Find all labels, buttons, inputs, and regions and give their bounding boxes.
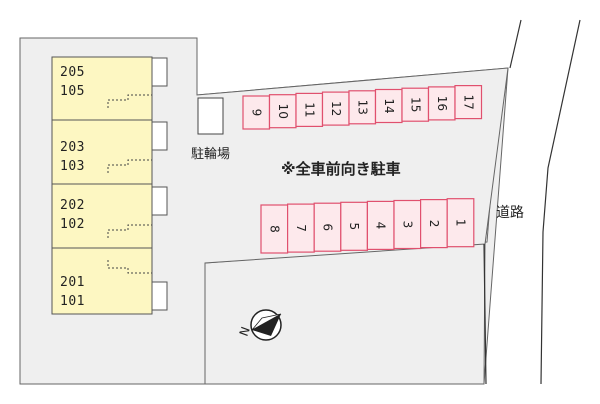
road-edge-right [540,19,581,385]
parking-slot: 13 [348,90,377,125]
parking-slot: 2 [420,199,448,249]
road-label: 道路 [496,205,524,221]
parking-slot-number: 14 [382,98,396,113]
stair-outline [107,260,152,274]
parking-slot-box [393,199,422,250]
apartment-building [51,56,168,315]
parking-row-lower: 8 7 6 5 4 3 2 1 [260,198,475,254]
parking-slot: 4 [366,200,395,250]
parking-slot: 8 [260,204,289,254]
parking-slot-number: 10 [276,104,290,119]
parking-slot-box [321,91,350,126]
parking-slot-number: 12 [329,101,343,116]
parking-slot: 1 [446,198,475,248]
road-edge-left [483,19,522,385]
parking-slot-box [366,200,395,250]
parking-slot-number: 16 [435,96,449,111]
parking-slot: 7 [287,203,315,253]
unit-number-upper: 201 [60,275,85,290]
unit-number-lower: 102 [60,217,85,232]
parking-slot-number: 8 [267,225,281,233]
parking-slot: 17 [454,84,483,120]
parking-slot-number: 17 [461,94,475,109]
parking-slot-box [313,202,342,252]
parking-slot-box [401,87,430,122]
parking-slot-box [295,92,324,128]
parking-slot: 14 [374,88,403,124]
parking-slot-box [268,94,297,129]
parking-slot-box [454,84,483,120]
balcony [151,186,168,216]
unit-block [51,183,153,249]
stair-outline [107,159,152,173]
unit-label: 205 105 [60,63,85,101]
parking-slot-number: 1 [454,219,468,227]
unit-number-upper: 203 [60,140,85,155]
parking-slot-number: 11 [302,102,316,117]
parking-slot: 10 [268,94,297,129]
balcony [151,57,168,87]
parking-slot-box [260,204,289,254]
parking-slot-number: 2 [427,220,441,228]
parking-slot-number: 6 [321,223,335,231]
parking-slot-number: 9 [249,109,263,117]
unit-number-upper: 205 [60,65,85,80]
parking-row-upper: 9 10 11 12 13 14 15 16 17 [242,84,483,130]
unit-label: 201 101 [60,273,85,311]
stair-outline [107,224,152,238]
unit-block [51,119,153,185]
parking-slot: 6 [313,202,342,252]
parking-slot-box [287,203,315,253]
unit-number-lower: 103 [60,159,85,174]
balcony [151,281,168,311]
parking-slot-box [242,95,271,130]
parking-slot-box [348,90,377,125]
unit-number-upper: 202 [60,198,85,213]
parking-slot-number: 4 [374,222,388,230]
parking-slot-number: 3 [400,221,414,229]
parking-slot: 9 [242,95,271,130]
parking-slot-number: 7 [294,224,308,232]
parking-note: ※全車前向き駐車 [281,160,401,178]
parking-slot-box [446,198,475,248]
parking-slot: 16 [427,86,456,121]
parking-slot-number: 15 [408,97,422,112]
parking-slot: 15 [401,87,430,122]
unit-block [51,247,153,315]
stair-outline [107,94,152,108]
bike-parking-label: 駐輪場 [191,147,231,162]
parking-slot: 11 [295,92,324,128]
parking-slot: 3 [393,199,422,250]
parking-slot: 12 [321,91,350,126]
bike-parking-area [197,97,224,135]
unit-number-lower: 105 [60,84,85,99]
balcony [151,121,168,151]
parking-slot-number: 5 [347,222,361,230]
unit-number-lower: 101 [60,294,85,309]
unit-label: 203 103 [60,138,85,176]
unit-label: 202 102 [60,196,85,234]
parking-slot-number: 13 [355,100,369,115]
parking-slot: 5 [340,201,368,251]
parking-slot-box [427,86,456,121]
